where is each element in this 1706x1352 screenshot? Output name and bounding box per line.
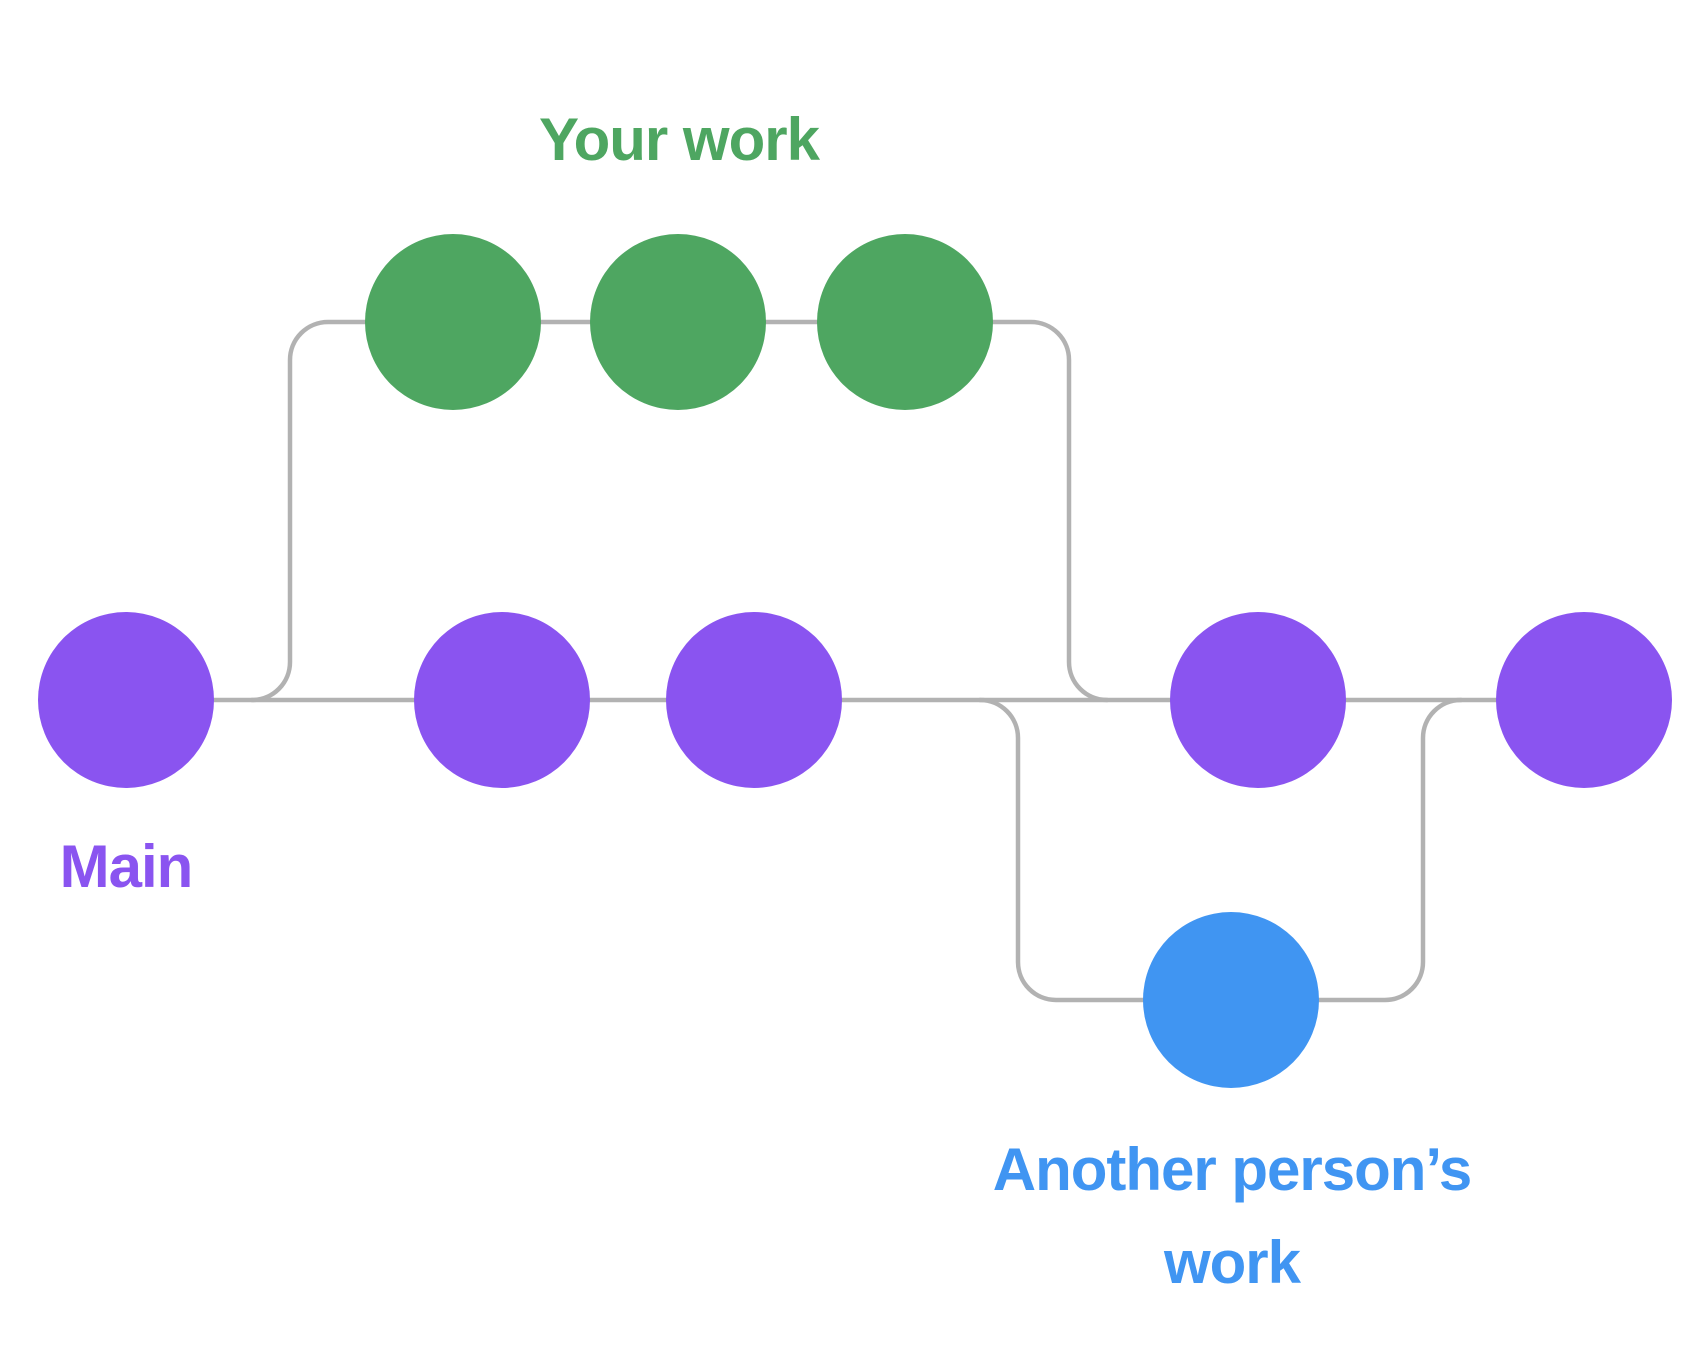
commit-another-person-1 xyxy=(1143,912,1319,1088)
commit-your-work-2 xyxy=(590,234,766,410)
commit-main-1 xyxy=(38,612,214,788)
commit-your-work-3 xyxy=(817,234,993,410)
commit-your-work-1 xyxy=(365,234,541,410)
label-your-work: Your work xyxy=(539,106,821,173)
commit-main-5 xyxy=(1496,612,1672,788)
commit-main-3 xyxy=(666,612,842,788)
label-another-person-line2: work xyxy=(1163,1229,1302,1296)
label-main: Main xyxy=(60,833,193,900)
label-another-person-line1: Another person’s xyxy=(993,1136,1472,1203)
commit-main-2 xyxy=(414,612,590,788)
commit-main-4 xyxy=(1170,612,1346,788)
